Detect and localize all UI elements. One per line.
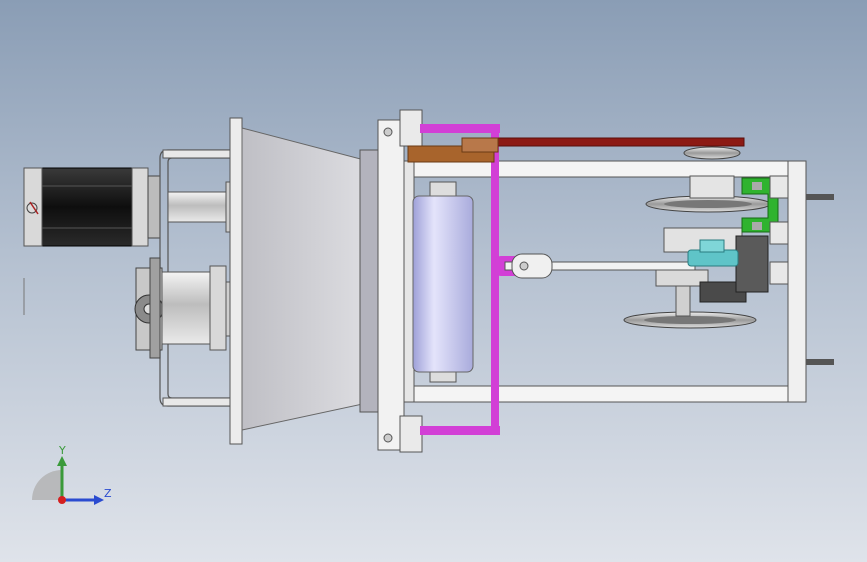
frame-block bbox=[769, 261, 789, 285]
end-bolt bbox=[806, 194, 834, 200]
cam-pulley-top[interactable] bbox=[683, 146, 741, 160]
axis-triad bbox=[32, 456, 104, 505]
red-lever-bar[interactable] bbox=[461, 137, 745, 147]
cam-pulley-lower[interactable] bbox=[623, 311, 757, 329]
upper-coupling bbox=[167, 181, 239, 233]
brown-block-cap bbox=[461, 137, 499, 153]
frame-block bbox=[769, 221, 789, 245]
teal-gear[interactable] bbox=[687, 239, 739, 267]
bracket-bottom-bar bbox=[162, 397, 234, 407]
z-axis-label: Z bbox=[104, 487, 112, 500]
y-axis-label: Y bbox=[58, 444, 66, 457]
stepper-motor[interactable] bbox=[23, 167, 161, 247]
main-frame-plate bbox=[359, 109, 423, 453]
drum-roller[interactable] bbox=[412, 181, 474, 383]
hopper bbox=[241, 127, 373, 431]
gear-reducer[interactable] bbox=[134, 257, 239, 359]
connecting-rod[interactable] bbox=[504, 253, 696, 279]
frame-block bbox=[769, 175, 789, 199]
front-flange-plate bbox=[229, 117, 243, 445]
frame-rails bbox=[403, 160, 807, 403]
end-bolt bbox=[806, 359, 834, 365]
bracket-top-bar bbox=[162, 149, 234, 159]
